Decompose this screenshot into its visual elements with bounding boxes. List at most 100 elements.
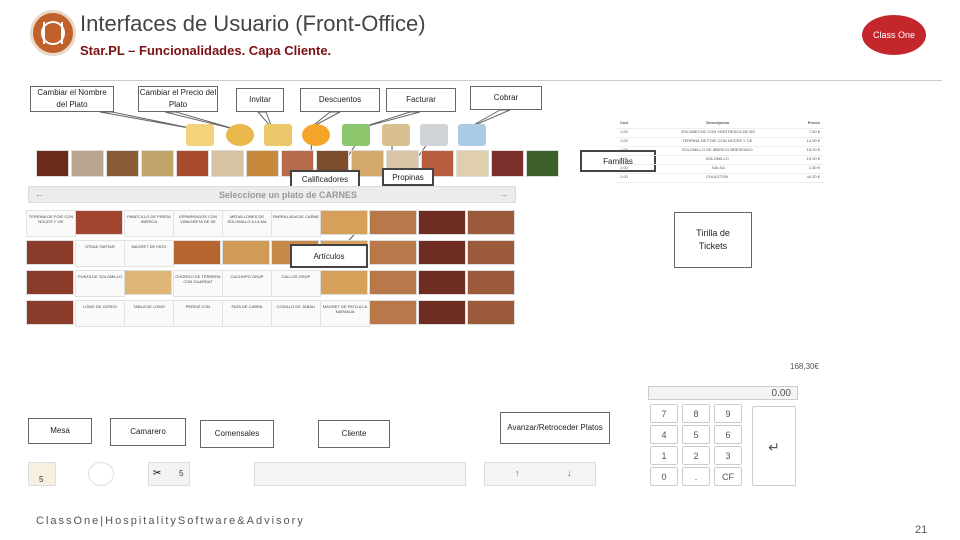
family-thumb[interactable] [526,150,559,177]
ticket-qty: 1.00 [620,147,628,152]
waiter-tip-icon[interactable] [382,124,410,146]
keypad-key[interactable]: CF [714,467,742,486]
discount-icon[interactable] [342,124,370,146]
nav-next-arrow[interactable]: → [499,189,508,199]
menu-item[interactable]: TERRINA DE FOIE CON NOCES Y VIE [26,210,76,237]
family-thumb[interactable] [176,150,209,177]
menu-item[interactable] [418,240,466,265]
pay-icon[interactable] [458,124,486,146]
family-thumb[interactable] [141,150,174,177]
menu-item[interactable]: PANECILLO DE PRESA IBERICA [124,210,174,237]
menu-item[interactable] [173,240,221,265]
menu-item[interactable] [467,270,515,295]
menu-item[interactable]: LOMO DE CERDO [75,300,125,327]
menu-item[interactable] [320,270,368,295]
invoice-icon[interactable] [420,124,448,146]
callout-cambiar-nombre: Cambiar el Nombre del Plato [30,86,114,112]
diners-button[interactable]: ✂ 5 [148,462,190,486]
menu-item[interactable]: PERDIZ CON [173,300,223,327]
menu-item[interactable] [418,270,466,295]
menu-item[interactable]: PATA DE CABRA [222,300,272,327]
menu-item[interactable] [124,270,172,295]
edit-name-icon[interactable] [186,124,214,146]
menu-item[interactable] [369,210,417,235]
keypad-key[interactable]: 6 [714,425,742,444]
menu-item[interactable] [26,270,74,295]
menu-item[interactable]: STEAK TARTAR [75,240,125,267]
menu-item[interactable] [26,300,74,325]
menu-item[interactable]: PARRILLADA DE CARNE [271,210,321,237]
table-button[interactable]: 5 [28,462,56,486]
ticket-desc: SOLOMILLO [705,156,729,161]
gift-icon[interactable] [264,124,292,146]
family-thumb[interactable] [246,150,279,177]
restaurant-icon [41,21,65,45]
menu-item[interactable]: ESPARRAGOS CON VINAGRETA DE SE [173,210,223,237]
menu-item[interactable] [320,210,368,235]
keypad-key[interactable]: 5 [682,425,710,444]
menu-item[interactable]: MAGRET DE PATO A LA NARANJA [320,300,370,327]
menu-item[interactable]: CHORIZO DE TERRERA CON GUARDAT [173,270,223,297]
keypad-key[interactable]: 1 [650,446,678,465]
menu-item[interactable]: CALLOS GRUP [271,270,321,297]
cutlery-icon: ✂ [153,468,162,479]
menu-item[interactable]: PUNTA DE SOLOMILLO [75,270,125,297]
family-thumb[interactable] [421,150,454,177]
page-title: Interfaces de Usuario (Front-Office) [80,11,426,36]
ticket-price: 14.00 € [806,138,820,143]
menu-item[interactable] [418,210,466,235]
ticket-desc: CHULETON [706,174,729,179]
keypad-key[interactable]: . [682,467,710,486]
family-thumb[interactable] [106,150,139,177]
ticket-qty: 1.00 [620,138,628,143]
family-thumb[interactable] [211,150,244,177]
brand-logo: Class One [862,15,926,55]
menu-item[interactable] [26,240,74,265]
menu-item[interactable]: MAGRET DE PATO [124,240,174,267]
menu-item[interactable]: CODILLO DE JABALI [271,300,321,327]
menu-item[interactable] [222,240,270,265]
menu-item[interactable] [75,210,123,235]
callout-articulos: Artículos [290,244,368,268]
menu-item[interactable] [369,270,417,295]
waiter-avatar[interactable] [88,462,114,486]
menu-item[interactable] [369,240,417,265]
menu-item[interactable]: CACHOPO GRUP [222,270,272,297]
family-thumb[interactable] [491,150,524,177]
keypad-key[interactable]: 8 [682,404,710,423]
section-nav-bar: ← Seleccione un plato de CARNES → [28,186,516,203]
ticket-total: 168,30€ [790,362,819,371]
family-thumb[interactable] [36,150,69,177]
keypad-key[interactable]: 9 [714,404,742,423]
keypad-key[interactable]: 3 [714,446,742,465]
callout-camarero: Camarero [110,418,186,446]
menu-item[interactable] [467,210,515,235]
menu-item[interactable] [467,300,515,325]
warning-icon[interactable] [302,124,330,146]
arrow-down-icon[interactable]: ↓ [567,468,572,478]
families-strip[interactable] [36,150,576,178]
edit-price-icon[interactable] [226,124,254,146]
menu-item[interactable]: MEDALLONES DE SOLOMILLO A LA MA [222,210,272,237]
keypad-key[interactable]: 7 [650,404,678,423]
menu-item[interactable] [418,300,466,325]
menu-item[interactable] [467,240,515,265]
menu-item[interactable] [369,300,417,325]
keypad-key[interactable]: 0 [650,467,678,486]
family-thumb[interactable] [456,150,489,177]
menu-item[interactable]: TABLA DE LOMO [124,300,174,327]
nav-prev-arrow[interactable]: ← [35,189,44,199]
family-thumb[interactable] [71,150,104,177]
enter-key[interactable]: ↵ [752,406,796,486]
keypad-key[interactable]: 4 [650,425,678,444]
keypad-key[interactable]: 2 [682,446,710,465]
arrow-up-icon[interactable]: ↑ [515,468,520,478]
callout-mesa: Mesa [28,418,92,444]
client-field[interactable] [254,462,466,486]
